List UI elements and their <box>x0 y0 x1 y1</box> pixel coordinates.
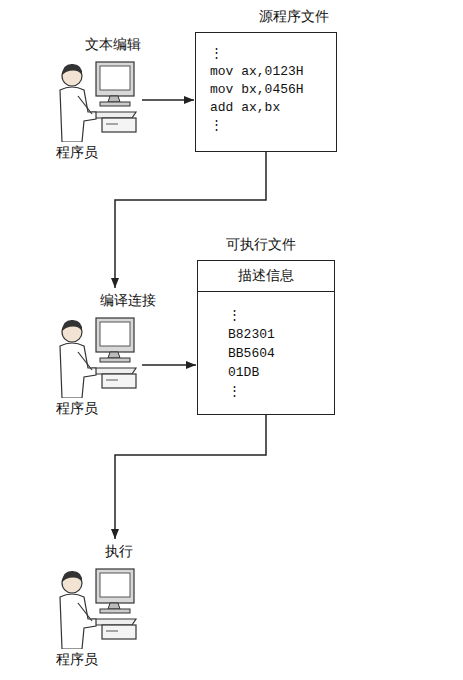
role-label: 程序员 <box>56 651 98 667</box>
role-label: 程序员 <box>56 400 98 416</box>
programmer-figure: 执行程序员 <box>52 543 140 669</box>
code-line: mov ax,0123H <box>210 63 328 81</box>
programmer-icon <box>52 312 140 398</box>
programmer-icon <box>52 56 140 142</box>
code-line: BB5604 <box>228 344 326 363</box>
code-line: add ax,bx <box>210 99 328 117</box>
step-label: 编译连接 <box>100 292 156 308</box>
code-line: ⋮ <box>228 306 326 325</box>
file-content: ⋮mov ax,0123Hmov bx,0456Hadd ax,bx⋮ <box>196 33 336 147</box>
file-title: 源程序文件 <box>259 7 329 25</box>
programmer-icon-shape <box>60 569 136 649</box>
step-label: 文本编辑 <box>85 36 141 52</box>
programmer-icon-shape <box>60 62 136 142</box>
file-content: ⋮B82301BB560401DB⋮ <box>198 292 334 413</box>
header-band: 描述信息 <box>198 261 334 292</box>
programmer-icon-shape <box>60 318 136 398</box>
code-line: B82301 <box>228 325 326 344</box>
flow-arrow <box>142 364 196 366</box>
flow-arrow <box>142 99 194 101</box>
file-title: 可执行文件 <box>226 235 296 253</box>
code-line: ⋮ <box>210 45 328 63</box>
code-line: ⋮ <box>210 117 328 135</box>
code-line: 01DB <box>228 363 326 382</box>
programmer-figure: 文本编辑程序员 <box>52 36 140 162</box>
band-label: 描述信息 <box>238 267 294 285</box>
role-label: 程序员 <box>56 144 98 160</box>
programmer-icon <box>52 563 140 649</box>
code-line: ⋮ <box>228 382 326 401</box>
file-box: 可执行文件描述信息⋮B82301BB560401DB⋮ <box>197 260 335 415</box>
step-label: 执行 <box>105 543 133 559</box>
programmer-figure: 编译连接程序员 <box>52 292 140 418</box>
flow-arrow <box>115 415 266 539</box>
file-box: 源程序文件⋮mov ax,0123Hmov bx,0456Hadd ax,bx⋮ <box>195 32 337 152</box>
code-line: mov bx,0456H <box>210 81 328 99</box>
